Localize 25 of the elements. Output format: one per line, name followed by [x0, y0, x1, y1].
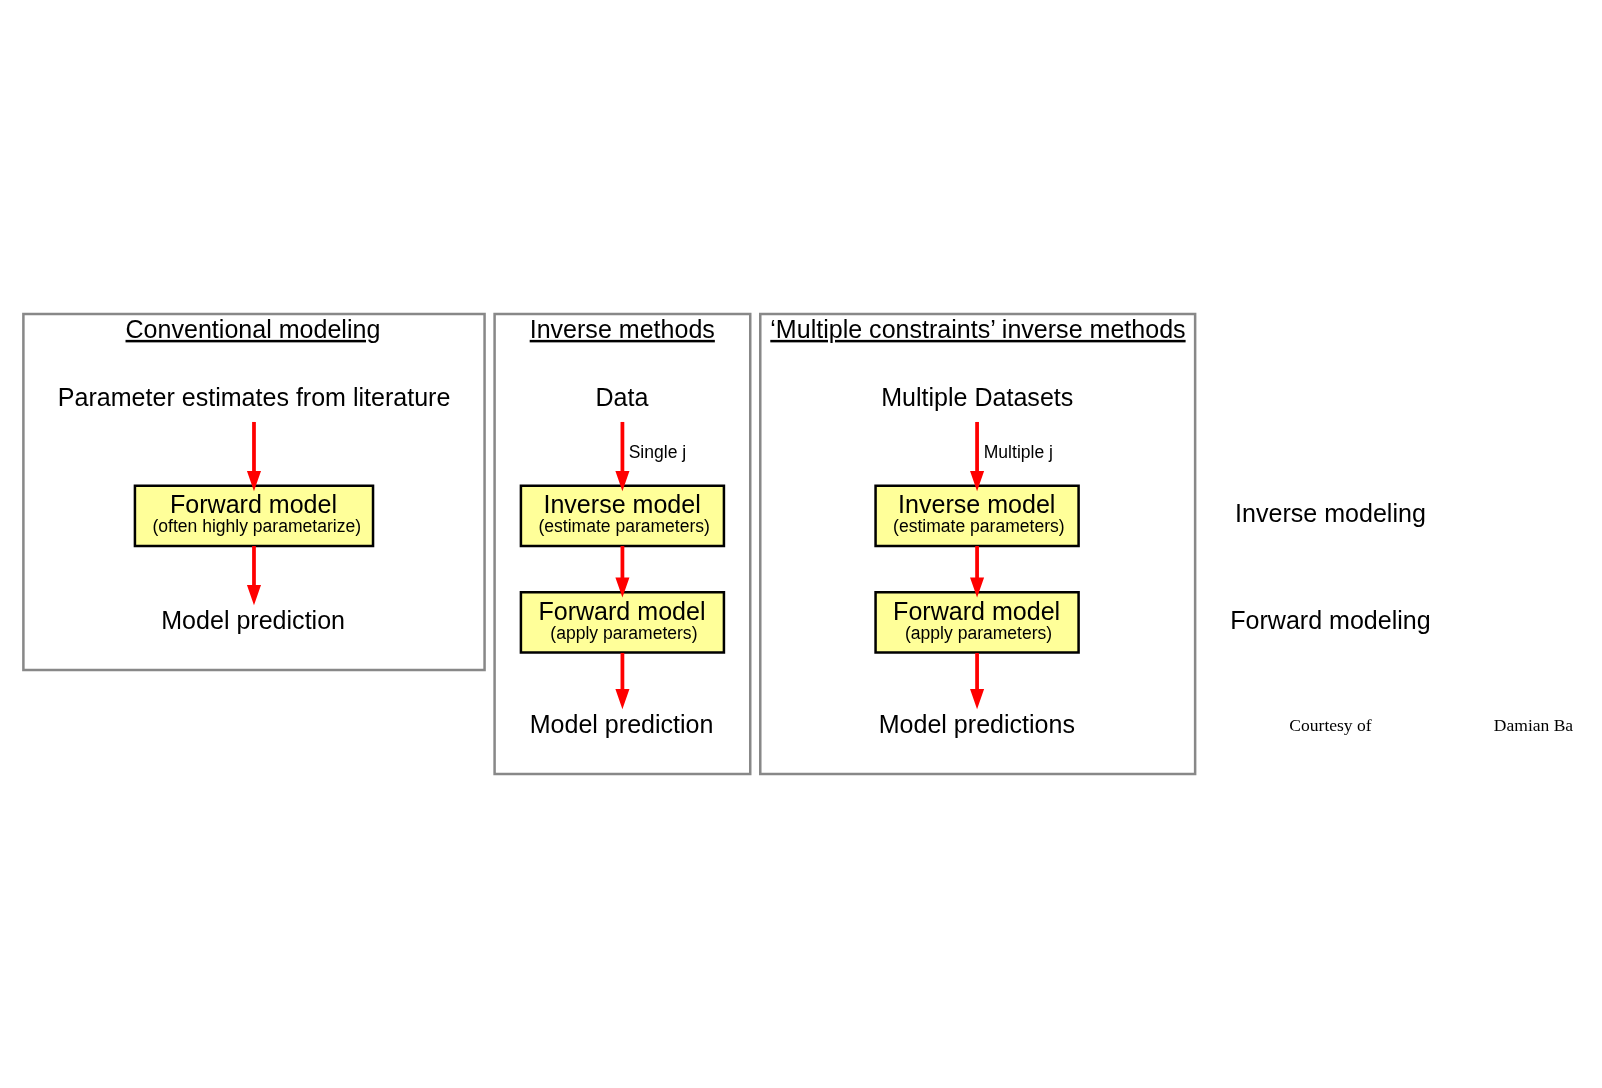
- arrow: [615, 652, 630, 710]
- arrow: [615, 546, 630, 598]
- arrow: [970, 546, 985, 598]
- node-text: Multiple Datasets: [881, 382, 1074, 411]
- arrow: [970, 652, 985, 710]
- label: Damian Ba: [1493, 714, 1574, 735]
- node-box: Forward model (apply parameters): [519, 591, 726, 654]
- node-box: Forward model (often highly parametarize): [133, 484, 375, 548]
- label: Forward modeling: [1230, 605, 1431, 634]
- arrow: [970, 421, 985, 492]
- node-box: Inverse model (estimate parameters): [519, 484, 726, 548]
- edge-label: Multiple j: [983, 442, 1053, 463]
- node-text: Model prediction: [161, 605, 346, 634]
- node-text: Parameter estimates from literature: [57, 382, 451, 411]
- node-box: Inverse model (estimate parameters): [874, 484, 1080, 548]
- label: Inverse modeling: [1235, 499, 1426, 528]
- arrow: [246, 421, 262, 492]
- label: Courtesy of: [1289, 714, 1372, 735]
- arrow: [246, 546, 262, 606]
- edge-label: Single j: [628, 442, 687, 463]
- node-box: Forward model (apply parameters): [874, 591, 1080, 654]
- node-text: Model prediction: [529, 709, 714, 738]
- arrow: [615, 421, 630, 492]
- node-text: Model predictions: [878, 709, 1076, 738]
- node-text: Data: [595, 382, 649, 411]
